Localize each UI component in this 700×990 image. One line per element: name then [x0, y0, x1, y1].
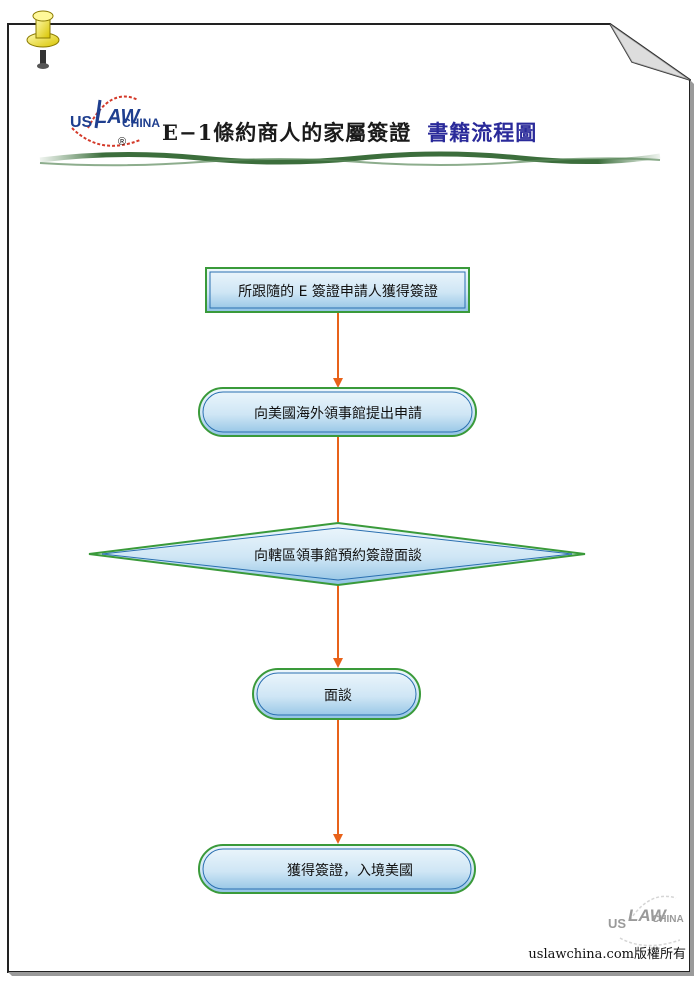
- step-4-label: 面談: [324, 688, 352, 704]
- arrow-4-5: [333, 720, 343, 844]
- watermark-us: US: [608, 916, 627, 931]
- step-5-box: [198, 844, 476, 894]
- logo-registered-mark: ®: [118, 136, 127, 148]
- step-1-label: 所跟隨的 E 簽證申請人獲得簽證: [238, 284, 438, 300]
- arrow-3-4: [333, 585, 343, 668]
- step-5-label: 獲得簽證，入境美國: [287, 863, 413, 879]
- logo-us: US: [70, 114, 93, 131]
- title-main: E−1條約商人的家屬簽證: [162, 120, 412, 145]
- step-2-box: [198, 387, 477, 437]
- logo-law: LAW: [95, 106, 140, 128]
- step-3-label: 向轄區領事館預約簽證面談: [254, 548, 422, 564]
- logo-china: CHINA: [122, 116, 160, 130]
- step-2-label: 向美國海外領事館提出申請: [254, 406, 422, 422]
- title-accent: 書籍流程圖: [427, 120, 538, 145]
- push-pin-icon: [26, 10, 60, 69]
- step-3-diamond: [88, 521, 586, 587]
- title-divider-ribbon: [39, 151, 661, 167]
- page-title: E−1條約商人的家屬簽證書籍流程圖: [162, 117, 537, 147]
- folded-corner-shade: [610, 24, 690, 80]
- watermark-law: LAW: [628, 906, 666, 925]
- copyright-text: uslawchina.com版權所有: [528, 947, 686, 962]
- arrow-1-2: [333, 313, 343, 388]
- step-1-box: [205, 267, 470, 313]
- uslawchina-logo-graphic: [71, 95, 141, 147]
- flow-arrows: [333, 313, 343, 844]
- watermark-logo-graphic: [619, 895, 681, 947]
- step-4-box: [252, 668, 421, 720]
- watermark-china: CHINA: [652, 914, 684, 925]
